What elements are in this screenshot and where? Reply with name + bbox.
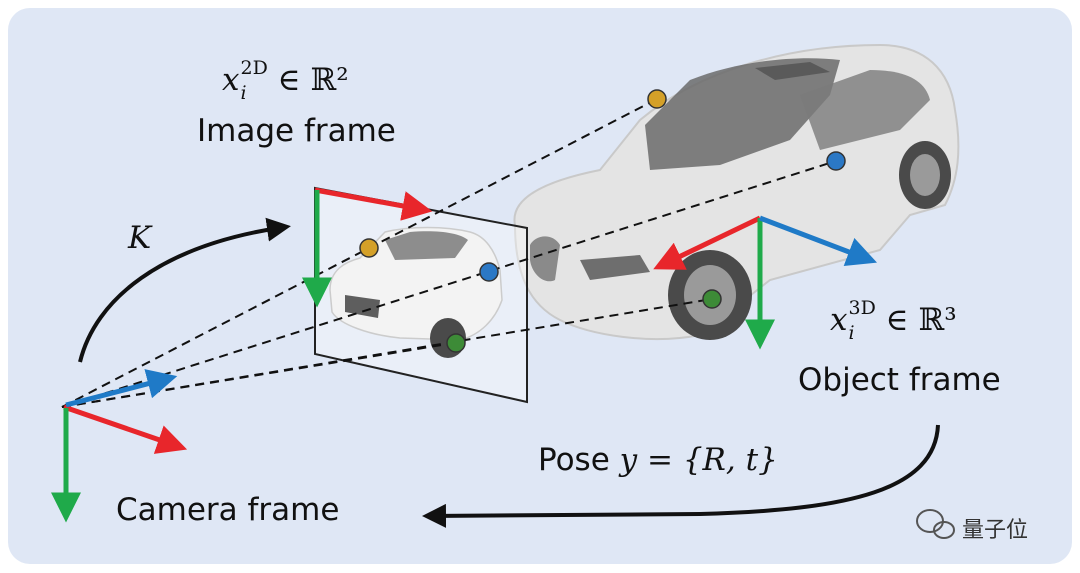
image-frame-axes [302,187,433,308]
car-grille [530,236,560,282]
keypoint-3d-green [702,289,722,309]
car-headlight [580,255,650,280]
image-coord-rest: ∈ ℝ² [267,62,349,98]
keypoint-2d-green [446,333,466,353]
k-label-text: K [128,220,152,256]
image-coord-sub: i [240,81,247,104]
object-z-axis [759,215,878,266]
keypoint-3d-orange [647,89,667,109]
object-coord-rest: ∈ ℝ³ [875,302,957,338]
image-coord-sup: 2D [240,56,268,79]
image-frame-label: Image frame [197,113,396,149]
keypoints [359,89,846,353]
k-label: K [128,220,151,256]
camera-frame-label: Camera frame [116,492,340,528]
camera-z-axis [65,369,178,408]
k-arc-arrow [78,217,291,363]
image-plane [314,186,528,404]
watermark-text: 量子位 [962,518,1029,543]
ray-blue [61,160,837,408]
object-coord-sup: 3D [848,296,876,319]
watermark-logo-icon [916,509,955,539]
keypoint-3d-blue [826,151,846,171]
pose-arc-arrow [422,424,940,528]
object-frame-label: Object frame [798,362,1001,398]
camera-frame-axes [51,369,188,523]
ray-bottom [61,342,455,408]
object-coord-sub: i [848,321,855,344]
car-sunroof [755,62,830,80]
pose-formula: y = {R, t} [619,442,778,478]
image-x-axis [314,187,433,221]
pose-prefix: Pose [538,442,620,478]
camera-x-axis [63,404,188,454]
car-side-window [800,70,930,150]
keypoint-2d-blue [479,262,499,282]
car-roof-glass [645,58,840,170]
car-rear-wheel-rim [910,154,940,196]
small-car-window [385,231,468,260]
object-frame-axes [653,215,878,350]
object-coord-base: x [830,302,848,338]
ray-orange [61,98,658,408]
small-car-grille [345,295,380,318]
pose-label: Pose y = {R, t} [538,442,778,478]
object-x-axis [653,215,762,270]
image-coord-base: x [222,62,240,98]
keypoint-2d-orange [359,238,379,258]
